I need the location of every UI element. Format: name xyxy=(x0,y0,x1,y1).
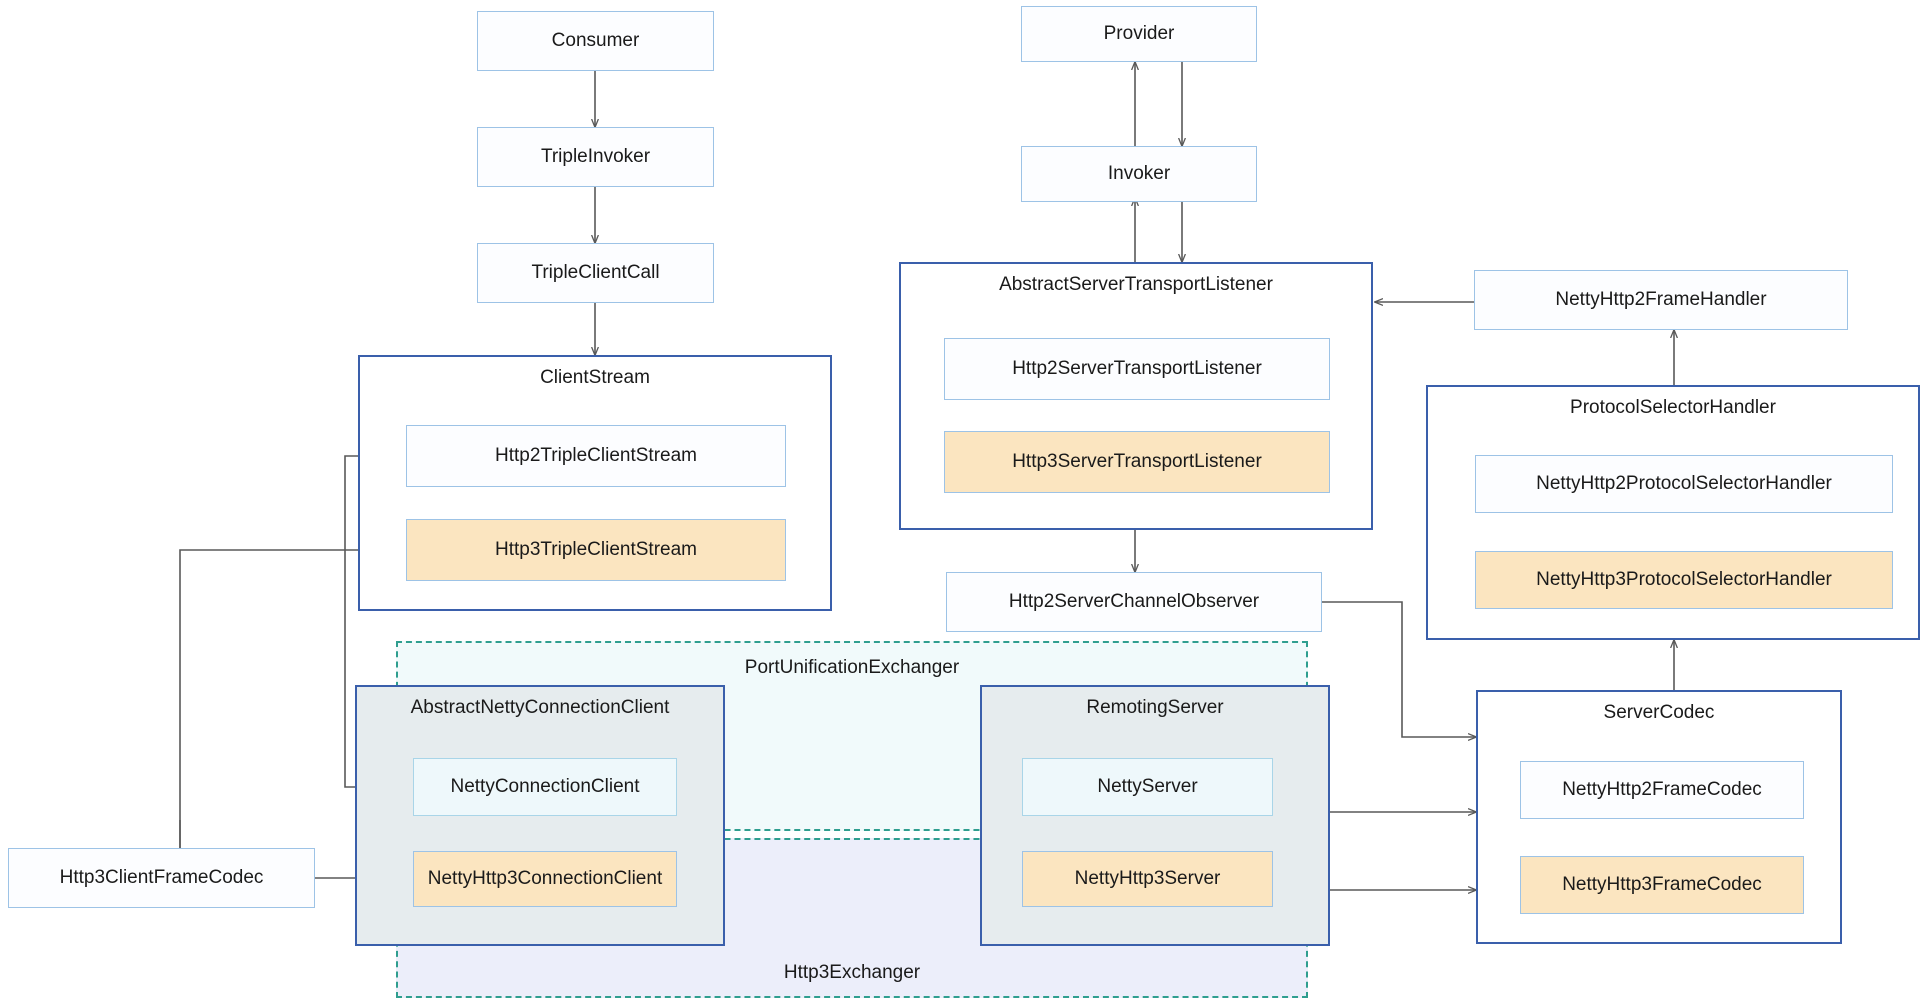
node-netty-http3-server-label: NettyHttp3Server xyxy=(1074,867,1221,889)
node-netty-http2-frame-codec-label: NettyHttp2FrameCodec xyxy=(1562,778,1762,800)
region-port-unification-exchanger-title: PortUnificationExchanger xyxy=(744,657,960,678)
node-netty-http2-frame-handler[interactable]: NettyHttp2FrameHandler xyxy=(1474,270,1848,330)
node-http3-triple-client-stream-label: Http3TripleClientStream xyxy=(494,538,698,560)
node-http2-server-transport-listener-label: Http2ServerTransportListener xyxy=(1012,357,1262,379)
node-netty-http3-server[interactable]: NettyHttp3Server xyxy=(1022,851,1273,907)
group-client-stream-title: ClientStream xyxy=(540,367,650,388)
node-provider-label: Provider xyxy=(1103,22,1175,44)
node-consumer[interactable]: Consumer xyxy=(477,11,714,71)
node-netty-http3-protocol-selector-handler-label: NettyHttp3ProtocolSelectorHandler xyxy=(1536,568,1832,590)
node-netty-http3-frame-codec-label: NettyHttp3FrameCodec xyxy=(1562,873,1762,895)
group-server-codec-title: ServerCodec xyxy=(1603,702,1715,723)
node-http3-client-frame-codec-label: Http3ClientFrameCodec xyxy=(59,866,264,888)
node-netty-server-label: NettyServer xyxy=(1097,775,1198,797)
region-http3-exchanger-title: Http3Exchanger xyxy=(783,962,921,983)
node-triple-invoker[interactable]: TripleInvoker xyxy=(477,127,714,187)
node-netty-http2-frame-handler-label: NettyHttp2FrameHandler xyxy=(1555,288,1767,310)
node-netty-http2-protocol-selector-handler-label: NettyHttp2ProtocolSelectorHandler xyxy=(1536,472,1832,494)
node-http3-client-frame-codec[interactable]: Http3ClientFrameCodec xyxy=(8,848,315,908)
node-netty-server[interactable]: NettyServer xyxy=(1022,758,1273,816)
node-netty-http3-connection-client[interactable]: NettyHttp3ConnectionClient xyxy=(413,851,677,907)
node-http3-server-transport-listener[interactable]: Http3ServerTransportListener xyxy=(944,431,1330,493)
group-abstract-server-transport-listener-title: AbstractServerTransportListener xyxy=(999,274,1273,295)
group-remoting-server-title: RemotingServer xyxy=(1086,697,1224,718)
node-invoker-label: Invoker xyxy=(1107,162,1171,184)
node-http2-server-transport-listener[interactable]: Http2ServerTransportListener xyxy=(944,338,1330,400)
node-invoker[interactable]: Invoker xyxy=(1021,146,1257,202)
node-triple-client-call-label: TripleClientCall xyxy=(531,261,660,283)
node-http2-triple-client-stream[interactable]: Http2TripleClientStream xyxy=(406,425,786,487)
node-http2-server-channel-observer[interactable]: Http2ServerChannelObserver xyxy=(946,572,1322,632)
node-netty-http3-connection-client-label: NettyHttp3ConnectionClient xyxy=(427,867,663,889)
node-netty-connection-client[interactable]: NettyConnectionClient xyxy=(413,758,677,816)
node-http3-server-transport-listener-label: Http3ServerTransportListener xyxy=(1012,450,1262,472)
node-consumer-label: Consumer xyxy=(551,29,640,51)
node-netty-http3-frame-codec[interactable]: NettyHttp3FrameCodec xyxy=(1520,856,1804,914)
node-triple-invoker-label: TripleInvoker xyxy=(540,145,651,167)
node-netty-http2-protocol-selector-handler[interactable]: NettyHttp2ProtocolSelectorHandler xyxy=(1475,455,1893,513)
node-triple-client-call[interactable]: TripleClientCall xyxy=(477,243,714,303)
node-provider[interactable]: Provider xyxy=(1021,6,1257,62)
node-netty-connection-client-label: NettyConnectionClient xyxy=(450,775,640,797)
node-http3-triple-client-stream[interactable]: Http3TripleClientStream xyxy=(406,519,786,581)
group-protocol-selector-handler-title: ProtocolSelectorHandler xyxy=(1570,397,1776,418)
group-abstract-netty-connection-client-title: AbstractNettyConnectionClient xyxy=(410,697,670,718)
node-netty-http2-frame-codec[interactable]: NettyHttp2FrameCodec xyxy=(1520,761,1804,819)
edge-http3stream-http3clientframecodec xyxy=(20,549,405,879)
node-netty-http3-protocol-selector-handler[interactable]: NettyHttp3ProtocolSelectorHandler xyxy=(1475,551,1893,609)
node-http2-server-channel-observer-label: Http2ServerChannelObserver xyxy=(1008,590,1260,612)
node-http2-triple-client-stream-label: Http2TripleClientStream xyxy=(494,444,698,466)
